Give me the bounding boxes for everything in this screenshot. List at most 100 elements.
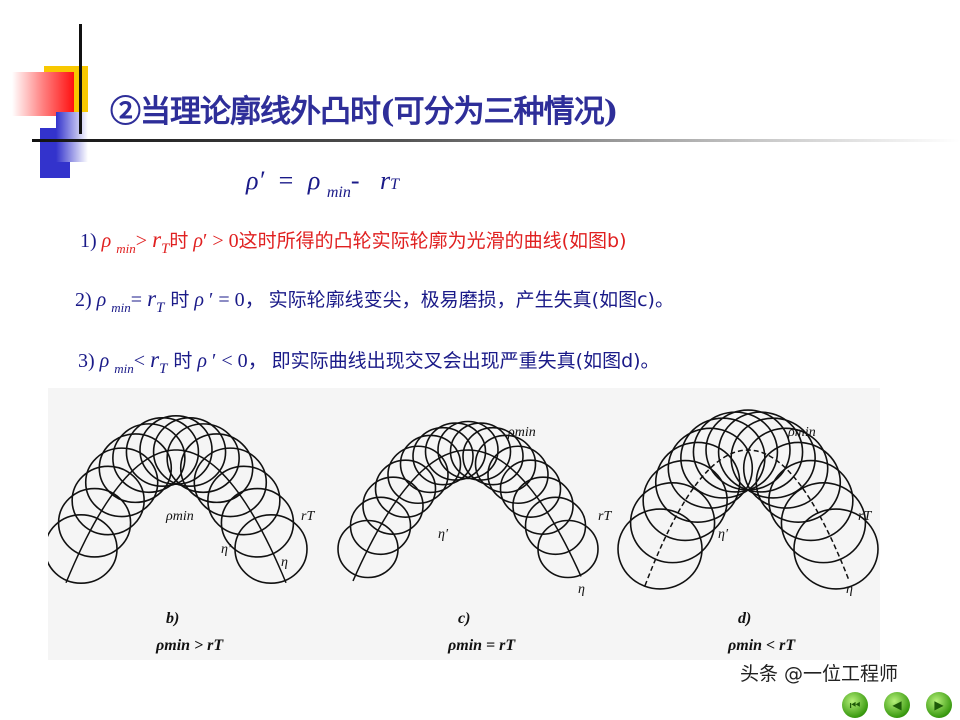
rho: ρ bbox=[99, 350, 110, 372]
figure-label: d) bbox=[738, 610, 751, 627]
prev-slide-button[interactable]: ◀ bbox=[884, 692, 910, 718]
rho-min-label: ρmin bbox=[165, 509, 194, 524]
roller-circle bbox=[349, 496, 412, 556]
roller-circle bbox=[487, 445, 549, 505]
rho: ρ bbox=[307, 166, 321, 195]
rT-label: rT bbox=[598, 509, 612, 524]
roller-circle bbox=[499, 459, 562, 518]
roller-circle bbox=[742, 427, 829, 509]
rho: ρ bbox=[96, 289, 107, 311]
case-1: 1) ρ min> rT时 ρ′ > 0这时所得的凸轮实际轮廓为光滑的曲线(如图… bbox=[80, 226, 627, 258]
eta-prime-label: η′ bbox=[221, 542, 232, 557]
roller-circle bbox=[112, 423, 186, 494]
rho-prime: ρ′ bbox=[246, 166, 265, 195]
rho-min-label: ρmin bbox=[787, 425, 816, 440]
roller-circle bbox=[166, 423, 240, 494]
case-text: 即实际曲线出现交叉会出现严重失真(如图d)。 bbox=[271, 350, 660, 372]
equals: = bbox=[278, 166, 294, 195]
rho-prime: ρ bbox=[193, 230, 203, 252]
first-slide-button[interactable]: ⏮ bbox=[842, 692, 868, 718]
roller-circle bbox=[793, 508, 879, 590]
roller-circle bbox=[617, 508, 703, 590]
prev-icon: ◀ bbox=[892, 698, 902, 712]
operator: = bbox=[130, 289, 143, 311]
sub-T: T bbox=[159, 361, 168, 377]
title-underline bbox=[32, 139, 960, 142]
operator: > bbox=[135, 230, 148, 252]
theoretical-profile bbox=[65, 449, 287, 584]
roller-circle bbox=[730, 417, 816, 499]
roller-circle bbox=[717, 411, 804, 493]
eta-label: η bbox=[281, 555, 288, 570]
rho: ρ bbox=[101, 230, 112, 252]
operator: < bbox=[133, 350, 146, 372]
case-3: 3) ρ min< rT 时 ρ ′ < 0，即实际曲线出现交叉会出现严重失真(… bbox=[78, 344, 660, 378]
eta-label: η bbox=[578, 582, 585, 597]
sub-min: min bbox=[114, 361, 134, 376]
roller-circle bbox=[57, 487, 132, 558]
roller-circle bbox=[474, 434, 537, 494]
case-text: 这时所得的凸轮实际轮廓为光滑的曲线(如图b) bbox=[238, 230, 627, 252]
case-text: 实际轮廓线变尖，极易磨损，产生失真(如图c)。 bbox=[268, 289, 674, 311]
roller-circle bbox=[98, 433, 173, 504]
main-formula: ρ′ = ρ min- rT bbox=[246, 166, 399, 202]
shi: 时 bbox=[167, 350, 193, 372]
r: r bbox=[152, 227, 162, 252]
roller-circle bbox=[71, 465, 145, 536]
roller-circle bbox=[537, 519, 599, 579]
rT-label: rT bbox=[301, 509, 315, 524]
shi: 时 bbox=[164, 289, 190, 311]
condition: ′ = 0， bbox=[204, 289, 265, 311]
rho-min-label: ρmin bbox=[507, 425, 536, 440]
eta-label: η bbox=[846, 582, 853, 597]
roller-circle bbox=[193, 447, 268, 518]
r: r bbox=[380, 166, 391, 195]
rT-label: rT bbox=[858, 509, 872, 524]
roller-circle bbox=[437, 420, 499, 480]
decor-square-red bbox=[12, 72, 74, 116]
roller-circle bbox=[412, 426, 474, 486]
case-number: 2) bbox=[75, 289, 92, 311]
sub-T: T bbox=[161, 241, 170, 257]
slide-title: ②当理论廓线外凸时(可分为三种情况) bbox=[110, 94, 618, 130]
rho-prime: ρ bbox=[197, 350, 208, 372]
case-number: 1) bbox=[80, 230, 97, 252]
case-2: 2) ρ min= rT 时 ρ ′ = 0，实际轮廓线变尖，极易磨损，产生失真… bbox=[75, 283, 674, 317]
theoretical-profile bbox=[644, 449, 850, 586]
figure-label: c) bbox=[458, 610, 470, 627]
roller-circle bbox=[207, 465, 281, 536]
next-icon: ▶ bbox=[934, 698, 944, 712]
eta-prime-label: η′ bbox=[718, 527, 729, 542]
roller-circle bbox=[768, 459, 854, 542]
roller-circle bbox=[387, 445, 449, 505]
condition: ′ < 0， bbox=[207, 350, 268, 372]
roller-circle bbox=[179, 433, 254, 504]
roller-circle bbox=[667, 427, 754, 509]
rho-prime: ρ bbox=[194, 289, 205, 311]
figure-caption: ρmin = rT bbox=[447, 637, 516, 654]
condition: ′ > 0 bbox=[202, 230, 239, 252]
sub-T: T bbox=[390, 176, 400, 193]
roller-circle bbox=[755, 441, 842, 524]
decor-square-blue-fade bbox=[56, 112, 88, 162]
sub-min: min bbox=[326, 184, 351, 201]
figure-caption: ρmin < rT bbox=[727, 637, 796, 654]
figure-caption: ρmin > rT bbox=[155, 637, 224, 654]
roller-circle bbox=[374, 459, 437, 518]
roller-circle bbox=[642, 459, 728, 542]
roller-circle bbox=[780, 482, 867, 564]
roller-circle bbox=[462, 426, 524, 486]
sub-T: T bbox=[156, 300, 165, 316]
theoretical-profile bbox=[352, 449, 582, 582]
shi: 时 bbox=[169, 230, 189, 252]
watermark: 头条 @一位工程师 bbox=[740, 663, 899, 685]
next-slide-button[interactable]: ▶ bbox=[926, 692, 952, 718]
roller-circle bbox=[362, 476, 424, 535]
first-icon: ⏮ bbox=[849, 698, 861, 712]
roller-circle bbox=[424, 422, 487, 481]
decor-vertical-line bbox=[79, 24, 82, 134]
minus: - bbox=[350, 166, 360, 195]
roller-circle bbox=[234, 514, 308, 585]
